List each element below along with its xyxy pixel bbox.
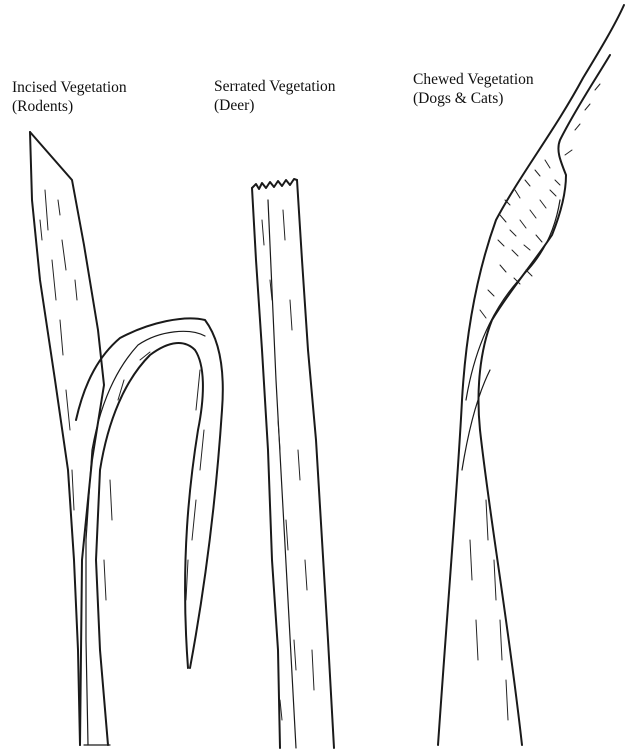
incised-stem-drawing [30, 132, 110, 745]
incised-folded-leaf-drawing [76, 318, 223, 745]
serrated-stem-drawing [252, 179, 334, 748]
chewed-stem-drawing [438, 5, 624, 745]
